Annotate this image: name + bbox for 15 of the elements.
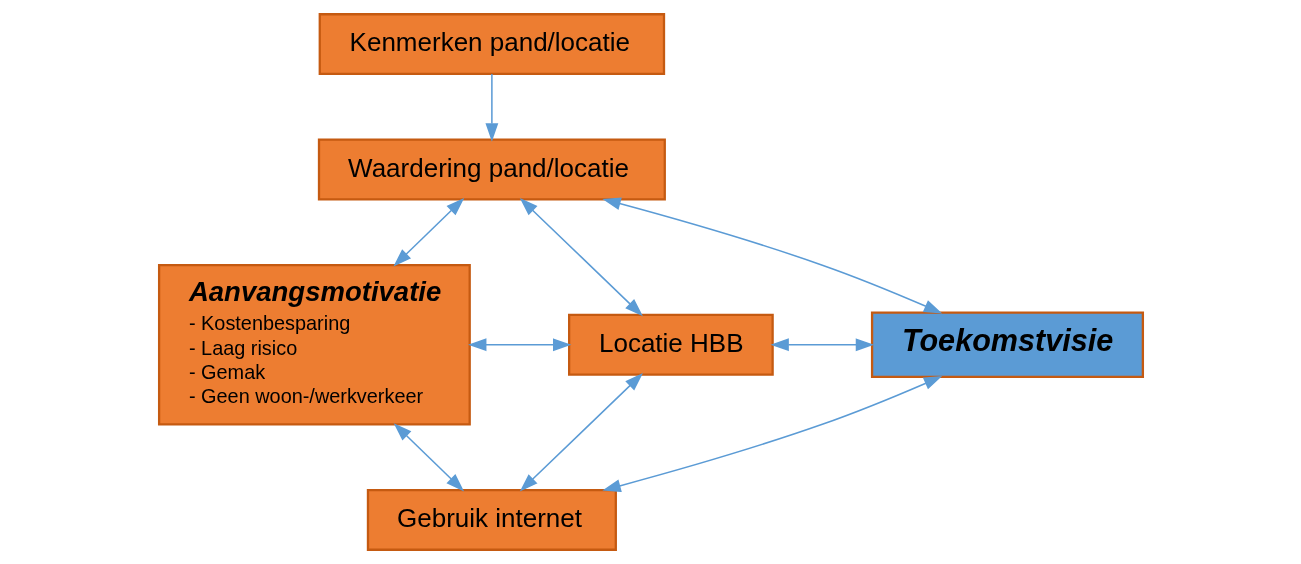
arrow bbox=[519, 197, 643, 317]
arrow bbox=[392, 197, 464, 267]
arrow bbox=[601, 376, 942, 492]
node-box: Waardering pand/locatie bbox=[317, 138, 666, 201]
node-box: Aanvangsmotivatie - Kostenbesparing - Laag risico - Gemak - Geen woon-/werkverkeer bbox=[157, 264, 471, 426]
arrow bbox=[467, 338, 571, 352]
arrow bbox=[393, 423, 464, 492]
node-box: Toekomstvisie bbox=[870, 311, 1144, 378]
arrow bbox=[769, 338, 874, 352]
arrow bbox=[519, 373, 643, 492]
node-box: Locatie HBB bbox=[567, 313, 774, 376]
node-box: Gebruik internet bbox=[366, 488, 617, 551]
node-box: Kenmerken pand/locatie bbox=[318, 13, 665, 76]
arrow bbox=[484, 73, 498, 142]
arrow bbox=[601, 197, 942, 314]
